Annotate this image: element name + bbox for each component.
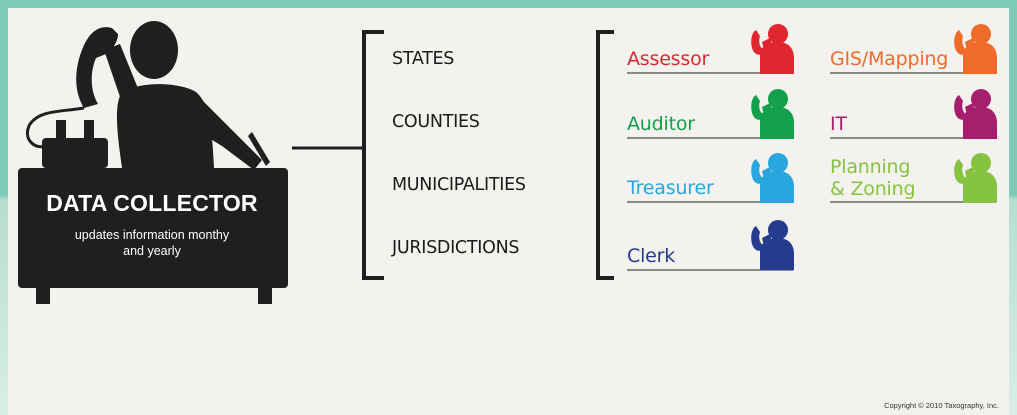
subtitle-line-1: updates information monthy xyxy=(74,228,230,242)
dept-treasurer-underline xyxy=(627,201,793,203)
person-phone-icon xyxy=(751,89,794,139)
jurisdiction-municipalities: MUNICIPALITIES xyxy=(392,175,526,195)
person-phone-icon xyxy=(751,24,794,74)
subtitle-line-2: and yearly xyxy=(123,244,181,258)
telephone-handset-icon xyxy=(76,27,118,108)
pen-icon xyxy=(248,132,270,166)
telephone-cradle-right xyxy=(84,120,94,140)
dept-gis-mapping-underline xyxy=(830,72,996,74)
dept-it: IT xyxy=(830,113,847,135)
dept-planning-line-2: & Zoning xyxy=(830,178,916,200)
dept-gis-mapping: GIS/Mapping xyxy=(830,48,949,70)
dept-auditor-underline xyxy=(627,137,793,139)
desk-leg-left xyxy=(36,286,50,304)
desk xyxy=(18,168,288,288)
person-phone-icon xyxy=(954,153,997,203)
dept-planning-line-1: Planning xyxy=(830,156,911,178)
telephone-cord xyxy=(25,106,85,149)
dept-treasurer: Treasurer xyxy=(627,177,714,199)
dept-planning-zoning: Planning & Zoning xyxy=(830,156,916,200)
data-collector-subtitle: updates information monthy and yearly xyxy=(28,227,276,259)
dept-assessor: Assessor xyxy=(627,48,710,70)
collector-head xyxy=(130,21,178,79)
telephone-cradle-left xyxy=(56,120,66,140)
jurisdictions-bracket xyxy=(362,30,384,280)
dept-auditor: Auditor xyxy=(627,113,695,135)
person-phone-icon xyxy=(751,220,794,270)
dept-clerk-underline xyxy=(627,269,793,271)
dept-it-underline xyxy=(830,137,996,139)
jurisdiction-counties: COUNTIES xyxy=(392,112,480,132)
departments-bracket xyxy=(596,30,614,280)
person-phone-icon xyxy=(751,153,794,203)
dept-planning-zoning-underline xyxy=(830,201,996,203)
dept-clerk: Clerk xyxy=(627,245,676,267)
telephone-base-icon xyxy=(42,138,108,168)
dept-assessor-underline xyxy=(627,72,793,74)
person-phone-icon xyxy=(954,89,997,139)
jurisdiction-jurisdictions: JURISDICTIONS xyxy=(392,238,520,258)
jurisdiction-states: STATES xyxy=(392,49,455,69)
collector-arm-right xyxy=(196,94,262,170)
collector-torso xyxy=(116,84,214,168)
desk-leg-right xyxy=(258,286,272,304)
person-phone-icon xyxy=(954,24,997,74)
copyright-notice: Copyright © 2010 Taxography, Inc. xyxy=(884,401,999,410)
data-collector-title: DATA COLLECTOR xyxy=(46,190,258,216)
